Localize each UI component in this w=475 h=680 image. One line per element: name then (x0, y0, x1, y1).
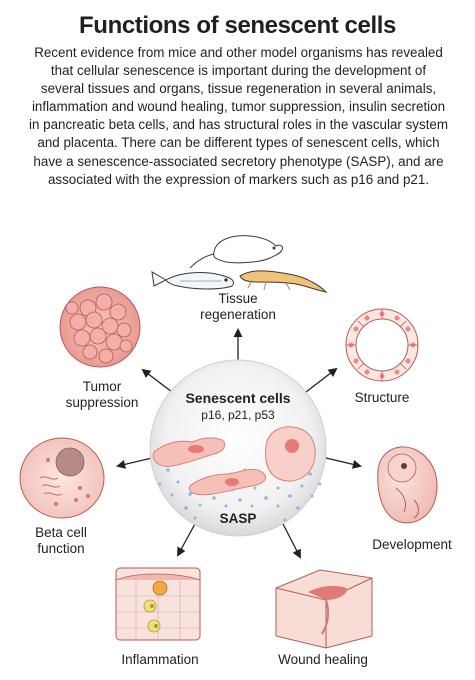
arrow-structure (305, 367, 338, 393)
label-structure: Structure (354, 390, 410, 405)
description-line: that cellular senescence is important du… (50, 63, 427, 79)
label-beta-cell-function: Beta cell function (35, 525, 87, 556)
salamander (239, 270, 328, 293)
structure-illustration (345, 308, 419, 382)
label-wound-healing: Wound healing (278, 652, 368, 667)
description-line: Recent evidence from mice and other mode… (34, 45, 443, 60)
arrow-tumor-suppression (141, 368, 173, 393)
description-line: several tissues and organs, tissue regen… (40, 81, 437, 97)
wound-healing-illustration (275, 569, 373, 649)
tumor-illustration (59, 286, 141, 368)
tissue-regeneration-illustration (151, 235, 328, 293)
arrow-beta-cell (116, 457, 153, 469)
arrow-inflammation (177, 521, 197, 557)
senescent-cells-circle (149, 359, 327, 537)
description-line: inflammation and wound healing, tumor su… (31, 99, 446, 115)
page-title: Functions of senescent cells (79, 12, 396, 39)
flat-cell (265, 426, 316, 482)
inflammation-illustration (115, 567, 201, 641)
description-line: and placenta. There can be different typ… (37, 135, 440, 151)
center-title: Senescent cells (185, 390, 291, 406)
mouse (213, 235, 283, 264)
description-line: associated with the expression of marker… (47, 171, 430, 187)
beta-cell-illustration (19, 437, 105, 519)
sasp-label: SASP (219, 511, 257, 526)
label-development: Development (372, 537, 452, 552)
center-markers: p16, p21, p53 (201, 408, 275, 422)
arrow-wound-healing (281, 521, 301, 559)
label-tumor-suppression: Tumor suppression (65, 379, 139, 410)
label-tissue-regeneration: Tissue regeneration (200, 291, 276, 322)
label-inflammation: Inflammation (121, 652, 199, 667)
description-line: have a senescence-associated secretory p… (33, 153, 444, 169)
arrow-development (325, 457, 362, 469)
description: Recent evidence from mice and other mode… (14, 44, 463, 189)
description-line: in pancreatic beta cells, and has struct… (28, 117, 449, 133)
embryo-illustration (377, 446, 438, 524)
elongated-cell (152, 437, 226, 467)
